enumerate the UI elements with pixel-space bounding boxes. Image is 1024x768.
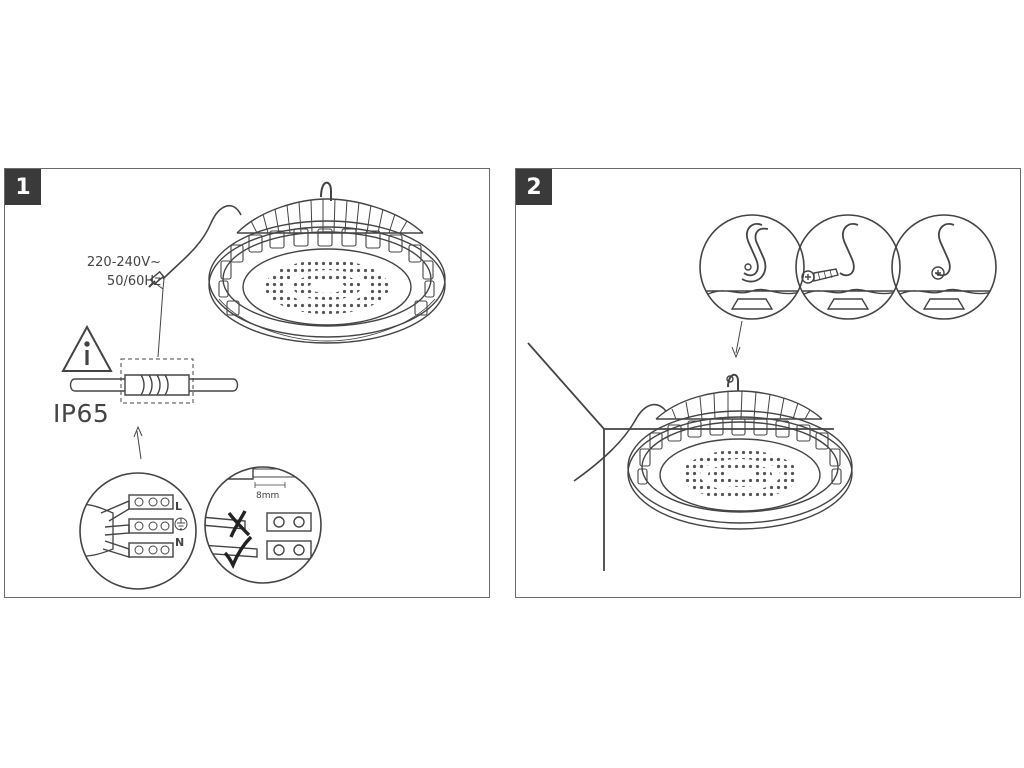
check-mark-icon xyxy=(223,535,253,570)
voltage-text: 220-240V~ xyxy=(86,255,161,270)
hook-detail-c xyxy=(891,214,997,320)
ceiling-corner xyxy=(527,342,834,571)
terminal-live-label: L xyxy=(175,500,183,513)
screw-icon xyxy=(801,268,839,284)
step-number-badge: 1 xyxy=(5,169,41,205)
pointer-line xyxy=(157,288,164,358)
strip-length-detail xyxy=(204,466,322,584)
hook-icon xyxy=(741,223,769,283)
high-bay-lamp xyxy=(208,181,446,344)
frequency-text: 50/60Hz xyxy=(106,274,161,289)
power-cable xyxy=(162,204,242,280)
hook-detail-a xyxy=(699,214,805,320)
terminal-wiring-detail xyxy=(79,472,197,590)
step-2-illustration xyxy=(527,214,997,571)
strip-length-label: 8mm xyxy=(256,491,280,501)
step-2-panel: 2 xyxy=(515,168,1021,598)
step-1-illustration xyxy=(61,181,446,590)
step-1-panel: 1 220-240V~ 50/60Hz IP65 8mm L N xyxy=(4,168,490,598)
ip-rating-label: IP65 xyxy=(53,399,110,428)
cross-mark-icon xyxy=(227,510,251,538)
hook-detail-b xyxy=(795,214,901,320)
high-bay-lamp xyxy=(627,373,853,530)
power-cable xyxy=(573,403,667,482)
step-number-badge: 2 xyxy=(516,169,552,205)
ip65-connector xyxy=(69,358,239,404)
terminal-neutral-label: N xyxy=(175,536,185,549)
voltage-rating: 220-240V~ 50/60Hz xyxy=(65,253,161,291)
earth-ground-icon xyxy=(174,517,188,531)
warning-info-icon xyxy=(61,324,113,372)
